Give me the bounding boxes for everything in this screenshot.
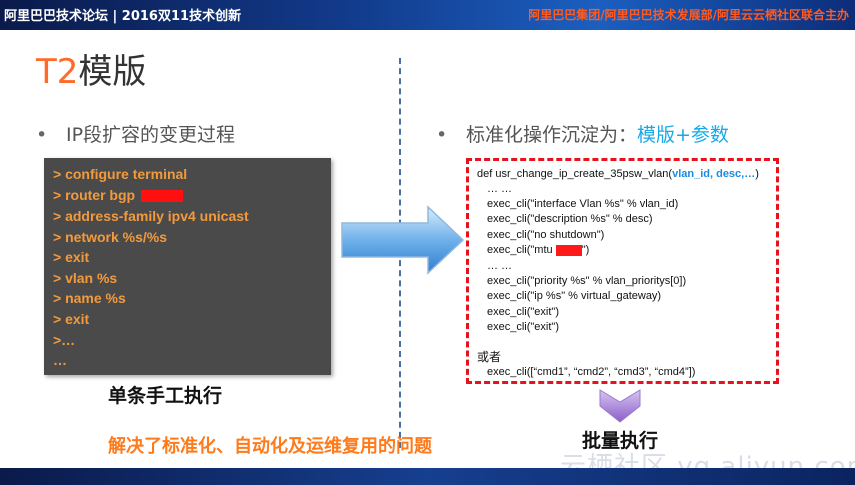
code-batch-line: exec_cli([“cmd1”, “cmd2”, “cmd3”, “cmd4”… bbox=[487, 366, 696, 378]
code-def-line: def usr_change_ip_create_35psw_vlan(vlan… bbox=[477, 168, 759, 180]
command-line: > address-family ipv4 unicast bbox=[53, 208, 249, 224]
redaction-block bbox=[141, 190, 184, 203]
code-mtu-line: exec_cli("mtu ") bbox=[487, 244, 589, 256]
template-code-box: def usr_change_ip_create_35psw_vlan(vlan… bbox=[466, 158, 779, 384]
code-def-params: vlan_id, desc,… bbox=[672, 168, 756, 180]
code-def-suffix: ) bbox=[755, 168, 759, 180]
right-bullet: • 标准化操作沉淀为：模版+参数 bbox=[436, 120, 729, 147]
code-line: exec_cli("exit") bbox=[487, 321, 559, 333]
command-line: >… bbox=[53, 332, 76, 348]
code-line: … … bbox=[487, 183, 513, 195]
command-line: > exit bbox=[53, 311, 90, 327]
manual-caption: 单条手工执行 bbox=[108, 385, 223, 407]
code-def-prefix: def usr_change_ip_create_35psw_vlan( bbox=[477, 168, 673, 180]
slide-title: T2模版 bbox=[36, 44, 146, 93]
code-line: … … bbox=[487, 260, 513, 272]
command-line: > vlan %s bbox=[53, 270, 118, 286]
command-line: > name %s bbox=[53, 290, 126, 306]
right-bullet-highlight: 模版+参数 bbox=[637, 124, 729, 146]
chevron-down-icon bbox=[599, 389, 641, 423]
code-line: exec_cli("interface Vlan %s" % vlan_id) bbox=[487, 198, 679, 210]
slide-title-accent: T2 bbox=[36, 52, 79, 92]
command-line: > exit bbox=[53, 249, 90, 265]
header-bar: 阿里巴巴技术论坛 | 2016双11技术创新 阿里巴巴集团/阿里巴巴技术发展部/… bbox=[0, 0, 855, 30]
code-line: exec_cli("no shutdown") bbox=[487, 229, 605, 241]
code-line: exec_cli("exit") bbox=[487, 306, 559, 318]
code-mtu-prefix: exec_cli("mtu bbox=[487, 244, 556, 256]
code-line: exec_cli("description %s" % desc) bbox=[487, 213, 653, 225]
redaction-block bbox=[555, 244, 582, 256]
batch-caption: 批量执行 bbox=[582, 430, 659, 452]
code-line: exec_cli("priority %s" % vlan_prioritys[… bbox=[487, 275, 687, 287]
left-bullet-text: IP段扩容的变更过程 bbox=[66, 124, 236, 146]
right-arrow-icon bbox=[341, 205, 465, 275]
command-line-text: > router bgp bbox=[53, 187, 136, 203]
code-or-label: 或者 bbox=[477, 350, 502, 364]
forum-title: 阿里巴巴技术论坛 | 2016双11技术创新 bbox=[4, 9, 242, 24]
left-bullet: • IP段扩容的变更过程 bbox=[36, 120, 235, 147]
bullet-dot-icon: • bbox=[36, 124, 48, 146]
command-line: > router bgp bbox=[53, 187, 184, 203]
bullet-dot-icon: • bbox=[436, 124, 448, 146]
command-line: … bbox=[53, 352, 67, 368]
organizers-text: 阿里巴巴集团/阿里巴巴技术发展部/阿里云云栖社区联合主办 bbox=[528, 8, 849, 22]
slide-title-main: 模版 bbox=[78, 52, 147, 92]
code-line: exec_cli("ip %s" % virtual_gateway) bbox=[487, 290, 662, 302]
footer-bar bbox=[0, 468, 855, 485]
conclusion-text: 解决了标准化、自动化及运维复用的问题 bbox=[108, 436, 432, 457]
command-box: > configure terminal > router bgp > addr… bbox=[44, 158, 331, 375]
code-mtu-suffix: ") bbox=[581, 244, 590, 256]
right-bullet-prefix: 标准化操作沉淀为： bbox=[466, 124, 638, 146]
command-line: > network %s/%s bbox=[53, 229, 167, 245]
command-line: > configure terminal bbox=[53, 166, 188, 182]
